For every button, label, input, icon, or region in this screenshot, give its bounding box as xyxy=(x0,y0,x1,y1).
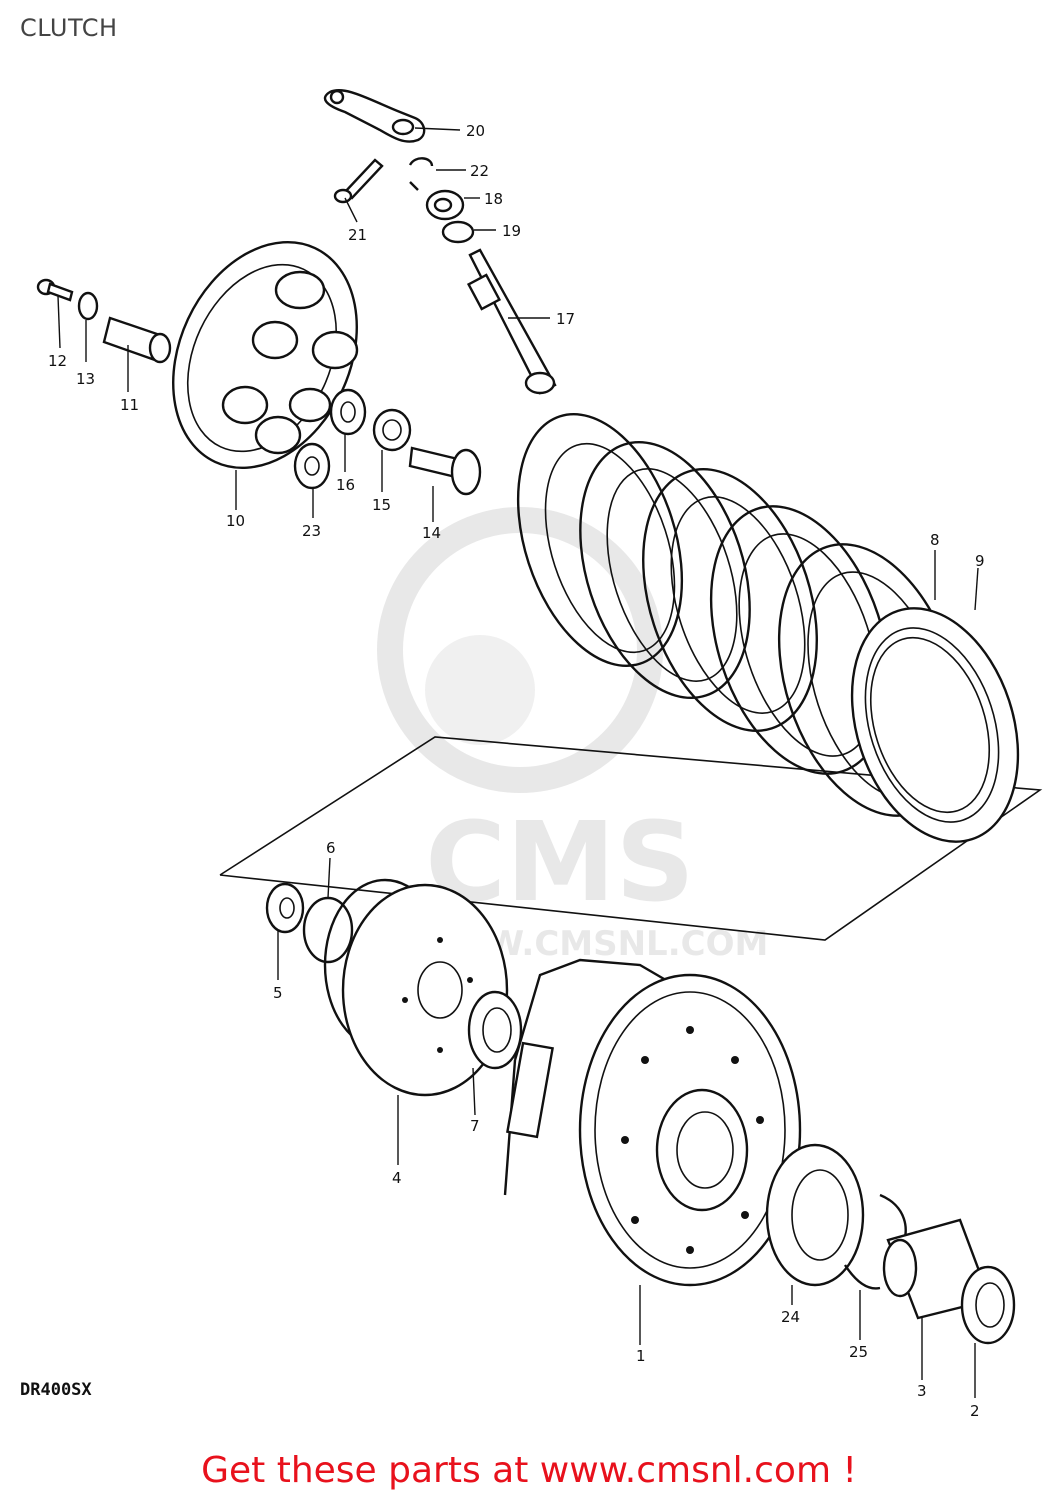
callout-20: 20 xyxy=(466,122,485,140)
gear-24 xyxy=(765,1143,865,1287)
release-arm xyxy=(323,89,426,143)
callout-labels: 20 22 18 19 21 17 12 13 11 10 23 16 15 1… xyxy=(48,122,985,1420)
callout-6: 6 xyxy=(326,839,336,857)
page-title: CLUTCH xyxy=(20,14,118,42)
callout-4: 4 xyxy=(392,1169,402,1187)
nut-5 xyxy=(265,882,305,934)
callout-10: 10 xyxy=(226,512,245,530)
callout-9: 9 xyxy=(975,552,985,570)
clutch-exploded-diagram: CMS WWW.CMSNL.COM xyxy=(36,89,1043,1420)
callout-22: 22 xyxy=(470,162,489,180)
washer-23 xyxy=(293,442,331,490)
clutch-plate-stack xyxy=(516,413,1020,843)
release-shaft-17 xyxy=(466,248,557,395)
cta-link[interactable]: Get these parts at www.cmsnl.com ! xyxy=(201,1450,857,1491)
callout-16: 16 xyxy=(336,476,355,494)
pressure-plate-10 xyxy=(172,240,359,470)
callout-2: 2 xyxy=(970,1402,980,1420)
bearing-15 xyxy=(372,408,412,452)
callout-24: 24 xyxy=(781,1308,800,1326)
callout-23: 23 xyxy=(302,522,321,540)
callout-19: 19 xyxy=(502,222,521,240)
callout-25: 25 xyxy=(849,1343,868,1361)
callout-18: 18 xyxy=(484,190,503,208)
spring-11 xyxy=(102,316,172,364)
callout-13: 13 xyxy=(76,370,95,388)
model-code: DR400SX xyxy=(20,1380,92,1400)
leader-lines xyxy=(57,127,979,1398)
callout-5: 5 xyxy=(273,984,283,1002)
callout-17: 17 xyxy=(556,310,575,328)
lock-washer-6 xyxy=(302,896,354,964)
cms-watermark: CMS WWW.CMSNL.COM xyxy=(377,507,768,964)
callout-8: 8 xyxy=(930,531,940,549)
callout-7: 7 xyxy=(470,1117,480,1135)
washer-13 xyxy=(77,291,99,321)
washer-16 xyxy=(329,388,367,436)
screw-21 xyxy=(333,158,384,204)
thrust-washer-7 xyxy=(467,990,523,1070)
washer-19 xyxy=(441,220,475,244)
bolt-12 xyxy=(36,278,74,302)
clutch-housing-1 xyxy=(503,958,802,1287)
callout-14: 14 xyxy=(422,524,441,542)
push-piece-14 xyxy=(408,446,482,496)
sleeve-hub-4 xyxy=(323,878,509,1097)
callout-1: 1 xyxy=(636,1347,646,1365)
oil-seal-18 xyxy=(425,189,465,221)
thrust-washer-2 xyxy=(960,1265,1016,1345)
callout-12: 12 xyxy=(48,352,67,370)
callout-21: 21 xyxy=(348,226,367,244)
assembly-box xyxy=(219,736,1043,941)
callout-15: 15 xyxy=(372,496,391,514)
callout-11: 11 xyxy=(120,396,139,414)
callout-3: 3 xyxy=(917,1382,927,1400)
circlip-22 xyxy=(408,157,434,191)
